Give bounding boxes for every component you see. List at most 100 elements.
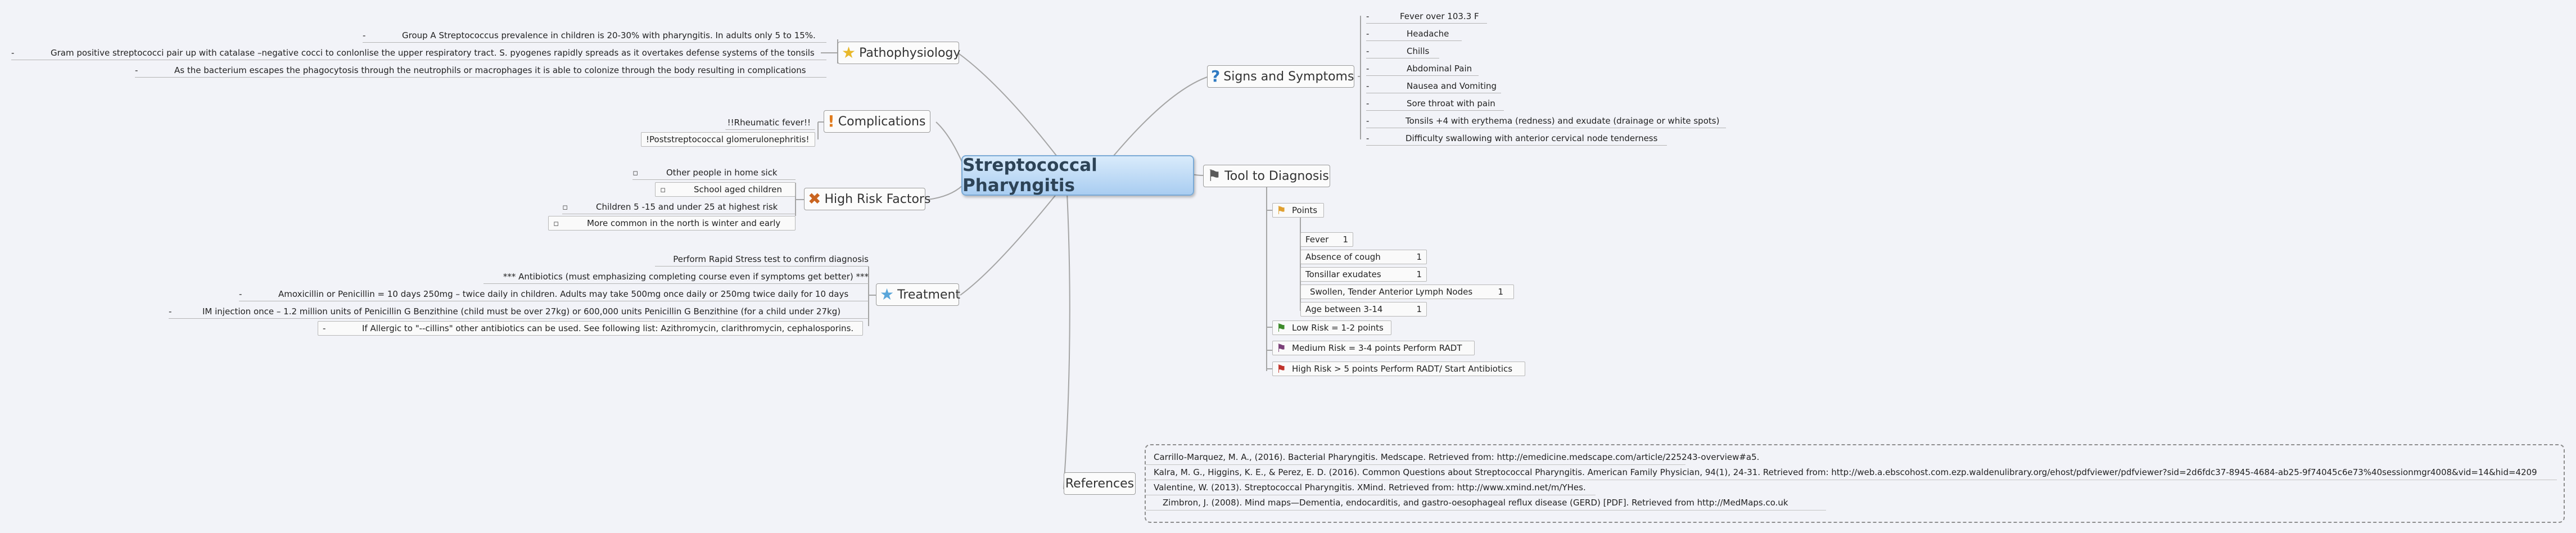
item-text: Kalra, M. G., Higgins, K. E., & Perez, E…: [1154, 467, 2537, 477]
bullet-icon: ▫: [553, 218, 559, 228]
item-text: !!Rheumatic fever!!: [727, 117, 811, 128]
topic-label: High Risk Factors: [824, 192, 931, 206]
list-item[interactable]: *** Antibiotics (must emphasizing comple…: [483, 269, 869, 284]
item-text: Headache: [1407, 28, 1449, 39]
item-text: Difficulty swallowing with anterior cerv…: [1405, 133, 1658, 143]
points-row[interactable]: Tonsillar exudates 1: [1300, 267, 1427, 282]
points-row[interactable]: Fever 1: [1300, 232, 1353, 247]
reference-item[interactable]: Zimbron, J. (2008). Mind maps—Dementia, …: [1146, 495, 1826, 511]
bullet-icon: ▫: [562, 201, 568, 212]
exclamation-icon: !: [828, 112, 835, 130]
list-item[interactable]: ▫ School aged children: [655, 182, 796, 197]
bullet-icon: ▫: [632, 167, 639, 178]
list-item[interactable]: -Chills: [1366, 44, 1439, 58]
criterion-value: 1: [1498, 287, 1503, 297]
item-text: *** Antibiotics (must emphasizing comple…: [503, 271, 869, 282]
green-flag-icon: ⚑: [1276, 321, 1286, 335]
item-text: More common in the north is winter and e…: [587, 218, 781, 228]
list-item[interactable]: - Gram positive streptococci pair up wit…: [11, 46, 826, 60]
item-text: Abdominal Pain: [1407, 63, 1472, 74]
risk-label: Low Risk = 1-2 points: [1292, 323, 1384, 333]
risk-low[interactable]: ⚑ Low Risk = 1-2 points: [1272, 320, 1391, 335]
list-item[interactable]: -Sore throat with pain: [1366, 96, 1504, 111]
list-item[interactable]: !!Rheumatic fever!!: [725, 115, 815, 130]
criterion-label: Age between 3-14: [1305, 304, 1383, 314]
criterion-label: Fever: [1305, 234, 1329, 245]
item-text: Valentine, W. (2013). Streptococcal Phar…: [1154, 482, 1586, 493]
item-text: Chills: [1407, 46, 1430, 56]
references-boundary: Carrillo-Marquez, M. A., (2016). Bacteri…: [1145, 444, 2565, 523]
topic-label: Complications: [838, 114, 926, 129]
criterion-label: Swollen, Tender Anterior Lymph Nodes: [1310, 287, 1473, 297]
list-item[interactable]: -Difficulty swallowing with anterior cer…: [1366, 131, 1667, 146]
criterion-value: 1: [1416, 252, 1422, 262]
item-text: IM injection once – 1.2 million units of…: [202, 306, 841, 317]
flag-icon: ⚑: [1207, 166, 1222, 185]
list-item[interactable]: ▫ Children 5 -15 and under 25 at highest…: [562, 200, 796, 214]
item-text: Carrillo-Marquez, M. A., (2016). Bacteri…: [1154, 452, 1760, 462]
flag-icon: ⚑: [1276, 204, 1286, 217]
topic-references[interactable]: References: [1064, 472, 1136, 495]
item-text: Fever over 103.3 F: [1400, 11, 1479, 21]
item-text: As the bacterium escapes the phagocytosi…: [174, 65, 806, 75]
risk-high[interactable]: ⚑ High Risk > 5 points Perform RADT/ Sta…: [1272, 362, 1525, 376]
list-item[interactable]: - As the bacterium escapes the phagocyto…: [135, 63, 826, 78]
points-row[interactable]: Age between 3-14 1: [1300, 302, 1427, 317]
item-text: Tonsils +4 with erythema (redness) and e…: [1405, 115, 1720, 126]
item-text: Perform Rapid Stress test to confirm dia…: [673, 254, 869, 264]
topic-tool-to-diagnosis[interactable]: ⚑ Tool to Diagnosis: [1203, 165, 1330, 187]
topic-treatment[interactable]: ★ Treatment: [876, 283, 961, 306]
topic-label: Signs and Symptoms: [1223, 69, 1354, 84]
criterion-value: 1: [1416, 304, 1422, 314]
central-topic-label: Streptococcal Pharyngitis: [962, 155, 1097, 196]
list-item[interactable]: ▫ More common in the north is winter and…: [548, 216, 796, 231]
risk-label: High Risk > 5 points Perform RADT/ Start…: [1292, 364, 1513, 374]
points-node[interactable]: ⚑ Points: [1272, 203, 1324, 218]
item-text: If Allergic to "--cillins" other antibio…: [362, 323, 854, 333]
question-icon: ?: [1211, 67, 1221, 85]
reference-item[interactable]: Carrillo-Marquez, M. A., (2016). Bacteri…: [1146, 450, 1759, 465]
list-item[interactable]: -Nausea and Vomiting: [1366, 79, 1501, 93]
item-text: School aged children: [694, 184, 782, 195]
points-row[interactable]: Swollen, Tender Anterior Lymph Nodes 1: [1300, 284, 1514, 299]
topic-complications[interactable]: ! Complications: [824, 110, 930, 133]
list-item[interactable]: -Fever over 103.3 F: [1366, 9, 1487, 24]
topic-pathophysiology[interactable]: ★ Pathophysiology: [838, 42, 960, 64]
item-text: Zimbron, J. (2008). Mind maps—Dementia, …: [1163, 498, 1788, 508]
topic-label: Tool to Diagnosis: [1224, 169, 1329, 183]
list-item[interactable]: - Amoxicillin or Penicillin = 10 days 25…: [239, 287, 869, 301]
list-item[interactable]: !Poststreptococcal glomerulonephritis!: [641, 132, 815, 147]
criterion-label: Absence of cough: [1305, 252, 1381, 262]
list-item[interactable]: - Group A Streptococcus prevalence in ch…: [363, 28, 826, 43]
list-item[interactable]: -Tonsils +4 with erythema (redness) and …: [1366, 114, 1726, 128]
bullet-icon: ▫: [660, 184, 666, 195]
risk-label: Medium Risk = 3-4 points Perform RADT: [1292, 343, 1462, 353]
item-text: Children 5 -15 and under 25 at highest r…: [596, 201, 778, 212]
list-item[interactable]: -Abdominal Pain: [1366, 61, 1479, 76]
item-text: Group A Streptococcus prevalence in chil…: [402, 30, 816, 40]
central-topic[interactable]: Streptococcal Pharyngitis: [961, 155, 1194, 196]
reference-item[interactable]: Valentine, W. (2013). Streptococcal Phar…: [1146, 480, 1596, 495]
topic-label: Treatment: [897, 287, 961, 302]
reference-item[interactable]: Kalra, M. G., Higgins, K. E., & Perez, E…: [1146, 465, 2557, 480]
topic-high-risk-factors[interactable]: ✖ High Risk Factors: [804, 188, 930, 210]
red-flag-icon: ⚑: [1276, 362, 1286, 376]
list-item[interactable]: - If Allergic to "--cillins" other antib…: [318, 321, 863, 336]
topic-label: References: [1065, 476, 1135, 491]
item-text: Gram positive streptococci pair up with …: [51, 47, 815, 58]
item-text: Amoxicillin or Penicillin = 10 days 250m…: [278, 288, 849, 299]
list-item[interactable]: -Headache: [1366, 26, 1462, 41]
list-item[interactable]: - IM injection once – 1.2 million units …: [169, 304, 869, 319]
star-icon: ★: [880, 285, 894, 304]
item-text: !Poststreptococcal glomerulonephritis!: [646, 134, 810, 144]
list-item[interactable]: Perform Rapid Stress test to confirm dia…: [655, 252, 869, 266]
criterion-value: 1: [1343, 234, 1348, 245]
list-item[interactable]: ▫ Other people in home sick: [632, 165, 796, 180]
cross-icon: ✖: [808, 189, 821, 208]
item-text: Nausea and Vomiting: [1407, 80, 1497, 91]
purple-flag-icon: ⚑: [1276, 341, 1286, 355]
risk-medium[interactable]: ⚑ Medium Risk = 3-4 points Perform RADT: [1272, 341, 1475, 355]
topic-signs-and-symptoms[interactable]: ? Signs and Symptoms: [1207, 65, 1354, 88]
points-row[interactable]: Absence of cough 1: [1300, 250, 1427, 264]
item-text: Other people in home sick: [666, 167, 778, 178]
